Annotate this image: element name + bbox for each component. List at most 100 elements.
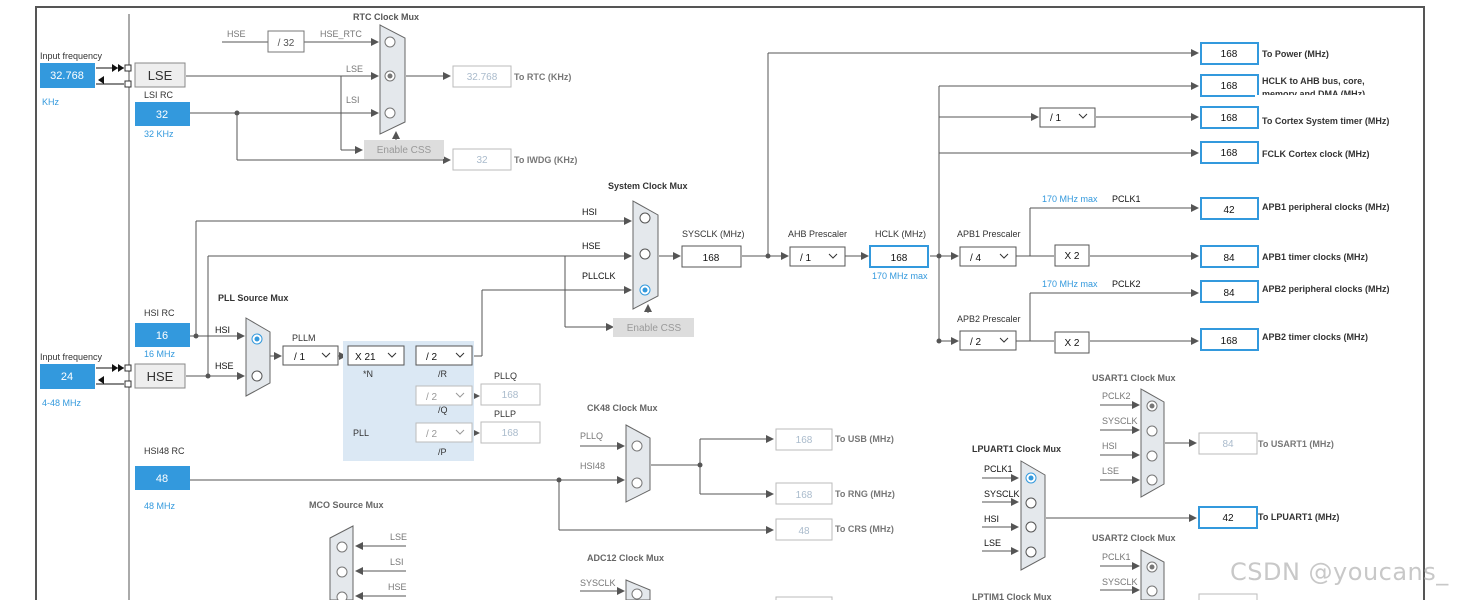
usart1-pclk2-label: PCLK2 <box>1102 391 1131 401</box>
hclk-input[interactable] <box>869 245 929 268</box>
system-mux-option-hsi[interactable] <box>639 212 651 224</box>
wires <box>186 38 1199 600</box>
iwdg-output-value: 32 <box>476 155 488 166</box>
apb1-periph-output-box <box>1200 197 1259 220</box>
mco-option-hse[interactable] <box>336 591 348 600</box>
pllr-label: /R <box>438 369 448 379</box>
fclk-output-value: 168 <box>1221 148 1238 159</box>
mco-option-lsi[interactable] <box>336 566 348 578</box>
ck48-clock-mux[interactable] <box>625 424 651 503</box>
systick-output-value: 168 <box>1221 113 1238 124</box>
ahb-chevron-down-icon <box>828 253 838 259</box>
apb2-timer-output-box <box>1200 328 1259 351</box>
rtc-mux-option-lsi[interactable] <box>384 107 396 119</box>
pllp-output-value: 168 <box>502 428 519 439</box>
pllm-chevron-down-icon <box>321 352 331 358</box>
pllm-label: PLLM <box>292 333 316 343</box>
lsi-rc-block[interactable] <box>135 102 190 126</box>
sysclk-label: SYSCLK (MHz) <box>682 229 745 239</box>
hse-frequency-input[interactable] <box>40 364 95 389</box>
apb1-prescaler-select[interactable] <box>959 246 1017 267</box>
systick-divider-select[interactable] <box>1039 107 1096 128</box>
lpuart1-option-sysclk[interactable] <box>1025 497 1037 509</box>
lse-frequency-input[interactable] <box>40 63 95 88</box>
hclk-ahb-output-box <box>1200 74 1259 97</box>
ck48-hsi48-label: HSI48 <box>580 461 605 471</box>
fclk-output-box <box>1200 141 1259 164</box>
system-mux-title: System Clock Mux <box>608 181 688 191</box>
apb1-timer-output-box <box>1200 245 1259 268</box>
pllm-select[interactable] <box>282 345 339 366</box>
pllr-select[interactable] <box>415 345 473 366</box>
hsi-rc-block[interactable] <box>135 323 190 347</box>
ck48-mux-option-hsi48[interactable] <box>631 477 643 489</box>
usart1-output-box <box>1198 432 1258 455</box>
hclk-value: 168 <box>891 253 908 264</box>
lpuart1-option-lse[interactable] <box>1025 546 1037 558</box>
ck48-pllq-label: PLLQ <box>580 431 603 441</box>
hse-frequency-value: 24 <box>61 371 73 383</box>
hsi-rc-unit: 16 MHz <box>144 349 176 359</box>
usart1-selected-dot <box>1149 403 1155 409</box>
usart2-option-sysclk[interactable] <box>1146 585 1158 597</box>
usart1-hsi-label: HSI <box>1102 441 1117 451</box>
apb2-prescaler-value: / 2 <box>970 337 982 348</box>
ck48-mux-option-pllq[interactable] <box>631 440 643 452</box>
usart2-clock-mux[interactable] <box>1140 549 1165 600</box>
usart1-option-lse[interactable] <box>1146 474 1158 486</box>
lse-block[interactable] <box>134 62 186 88</box>
ck48-mux-title: CK48 Clock Mux <box>587 403 658 413</box>
usart1-clock-mux[interactable] <box>1140 388 1165 498</box>
apb1-x2-box <box>1054 244 1090 267</box>
apb2-timer-output-label: APB2 timer clocks (MHz) <box>1262 332 1368 342</box>
hclk-ahb-output-value: 168 <box>1221 81 1238 92</box>
iwdg-output-label: To IWDG (KHz) <box>514 155 577 165</box>
crs-output-label: To CRS (MHz) <box>835 524 894 534</box>
rtc-mux-option-hse[interactable] <box>384 36 396 48</box>
pllr-chevron-down-icon <box>455 352 465 358</box>
pll-source-hsi-label: HSI <box>215 325 230 335</box>
rtc-hse-label: HSE <box>227 29 246 39</box>
pllp-select[interactable] <box>415 422 473 443</box>
hclk-max-label: 170 MHz max <box>872 271 928 281</box>
sysclk-value: 168 <box>703 253 720 264</box>
pllq-output-value: 168 <box>502 390 519 401</box>
adc12-mux-option-sysclk[interactable] <box>631 588 643 600</box>
ahb-prescaler-select[interactable] <box>789 246 846 267</box>
lpuart1-option-hsi[interactable] <box>1025 521 1037 533</box>
apb1-x2-value: X 2 <box>1064 251 1079 262</box>
plln-select[interactable] <box>347 345 405 366</box>
pll-source-option-hse[interactable] <box>251 370 263 382</box>
rtc-enable-css-button[interactable] <box>364 140 444 159</box>
lpuart1-clock-mux[interactable] <box>1020 460 1046 571</box>
rtc-mux-title: RTC Clock Mux <box>353 12 419 22</box>
usart1-output-value: 84 <box>1222 439 1234 450</box>
pllq-select[interactable] <box>415 385 473 406</box>
pll-source-mux[interactable] <box>245 317 271 397</box>
hsi-rc-label: HSI RC <box>144 308 175 318</box>
apb2-prescaler-select[interactable] <box>959 330 1017 351</box>
apb1-prescaler-label: APB1 Prescaler <box>957 229 1021 239</box>
mco-option-lse[interactable] <box>336 541 348 553</box>
hse-block-label: HSE <box>147 369 174 384</box>
hsi-rc-value: 16 <box>156 330 168 342</box>
hse-block[interactable] <box>134 363 186 389</box>
usart2-sysclk-label: SYSCLK <box>1102 577 1138 587</box>
lpuart1-hsi-label: HSI <box>984 514 999 524</box>
hsi48-rc-block[interactable] <box>135 466 190 490</box>
usart1-lse-label: LSE <box>1102 466 1119 476</box>
mco-source-mux[interactable] <box>329 525 354 600</box>
pllp-div-value: / 2 <box>426 429 438 440</box>
rtc-mux-selected-dot <box>387 73 393 79</box>
usart1-option-sysclk[interactable] <box>1146 425 1158 437</box>
lpuart1-sysclk-label: SYSCLK <box>984 489 1020 499</box>
system-mux-option-hse[interactable] <box>639 248 651 260</box>
diagram-frame <box>35 6 1425 600</box>
lse-block-label: LSE <box>148 68 173 83</box>
usart1-option-hsi[interactable] <box>1146 450 1158 462</box>
pll-source-selected-dot <box>254 336 260 342</box>
hse-div32-value: / 32 <box>278 38 295 49</box>
systick-output-label: To Cortex System timer (MHz) <box>1262 116 1389 126</box>
system-enable-css-button[interactable] <box>613 318 694 337</box>
